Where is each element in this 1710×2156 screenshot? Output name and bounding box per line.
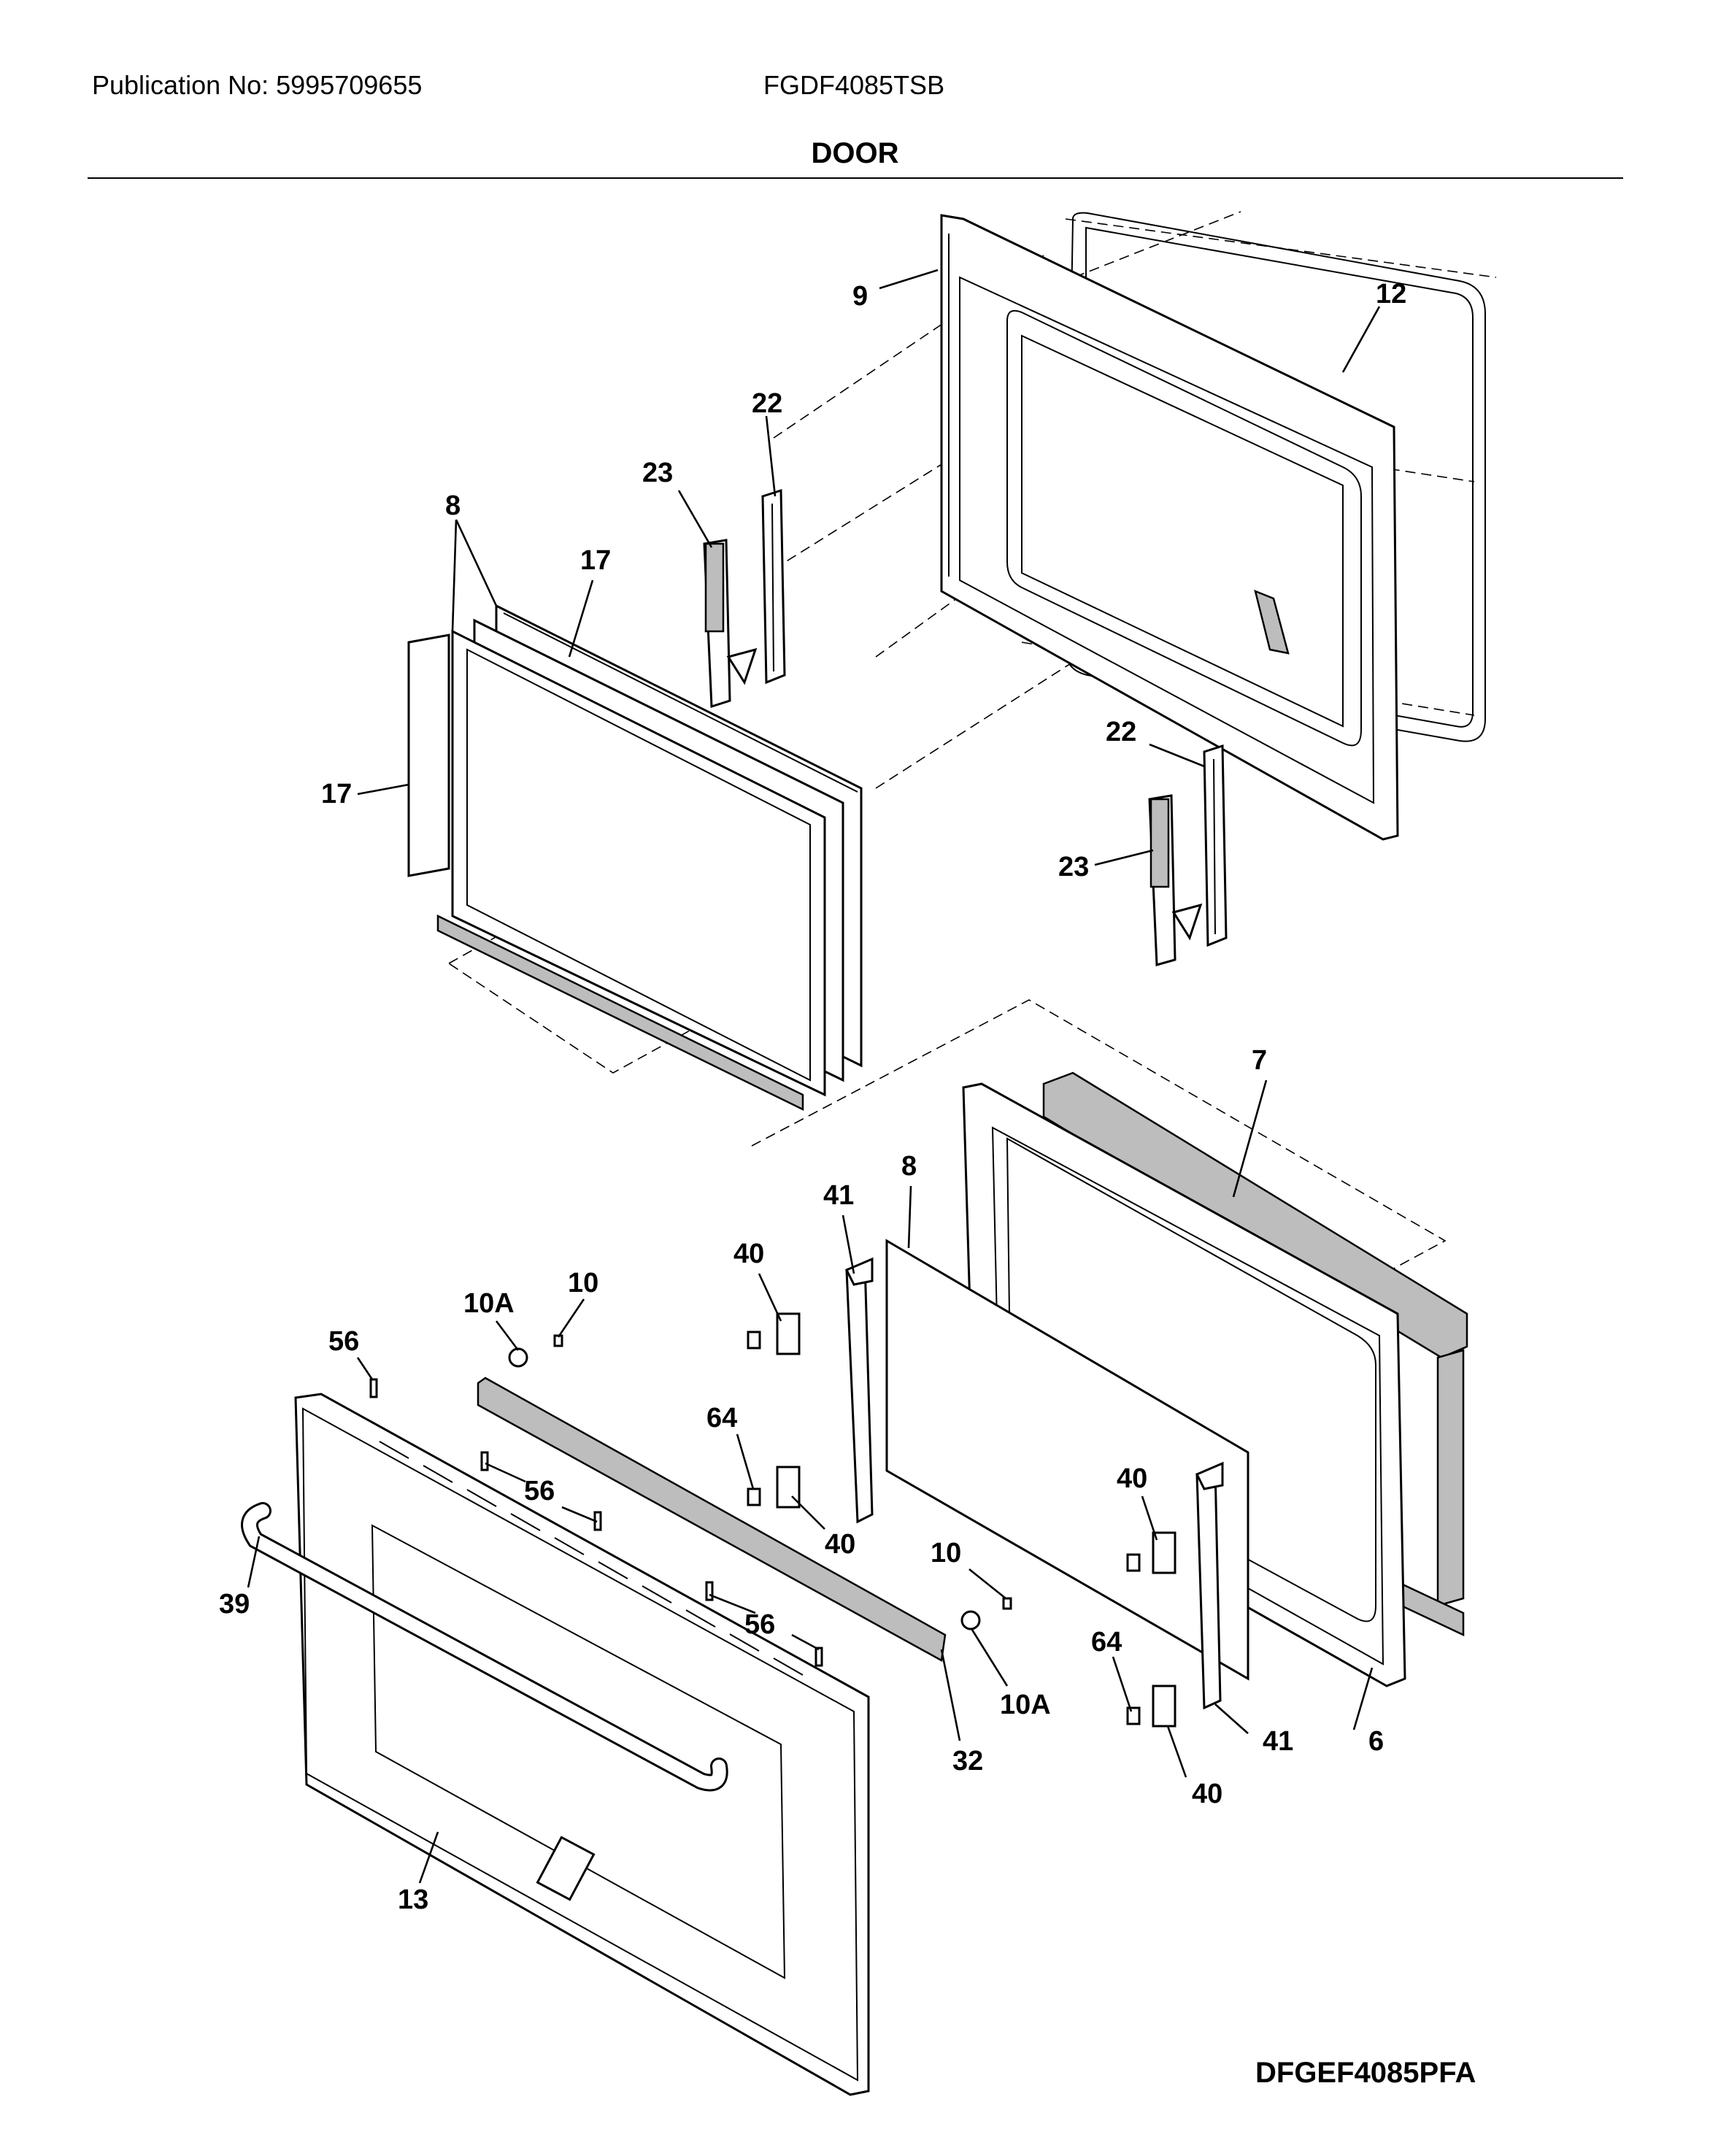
vent-slots	[379, 1441, 804, 1676]
part-22-hinge-receiver-left	[761, 488, 786, 685]
part-32-vent-trim	[477, 1377, 947, 1662]
brand-badge	[536, 1836, 596, 1901]
part-40-64-clips-right	[1126, 1531, 1176, 1728]
part-56-screw-a	[369, 1378, 378, 1398]
part-41-glass-bracket-right	[1195, 1461, 1224, 1710]
callout-56: 56	[744, 1609, 775, 1640]
part-56-screw-b	[480, 1451, 489, 1471]
callout-64: 64	[706, 1403, 737, 1433]
callout-40: 40	[733, 1239, 764, 1269]
callout-13: 13	[398, 1884, 428, 1915]
callout-10A: 10A	[463, 1288, 515, 1319]
callout-41: 41	[823, 1180, 854, 1211]
callout-8: 8	[901, 1151, 917, 1182]
section-title: DOOR	[811, 137, 899, 169]
callout-41: 41	[1263, 1726, 1293, 1757]
callout-7: 7	[1252, 1045, 1267, 1076]
part-23-hinge-right	[1148, 794, 1203, 966]
model-number: FGDF4085TSB	[763, 70, 945, 100]
part-39-door-handle	[241, 1502, 728, 1792]
header-rule	[88, 177, 1623, 179]
part-10A-washer-left	[508, 1347, 528, 1368]
publication-number: Publication No: 5995709655	[92, 70, 423, 100]
callout-8: 8	[445, 490, 461, 521]
callout-64: 64	[1091, 1627, 1122, 1658]
callout-23: 23	[1058, 852, 1089, 882]
callout-12: 12	[1376, 279, 1406, 309]
part-9-inner-door-liner	[940, 214, 1399, 841]
callout-17: 17	[580, 545, 611, 576]
callout-10: 10	[931, 1538, 961, 1568]
part-13-outer-door-panel	[294, 1393, 870, 2096]
callout-labels: 9 12 22 23 8 17 17 22 23 7 8 41 40 10 10…	[219, 279, 1406, 1915]
part-8-17-upper-glass-pack	[407, 604, 863, 1112]
callout-10: 10	[568, 1268, 598, 1298]
callout-23: 23	[642, 458, 673, 488]
part-22-hinge-receiver-right	[1203, 744, 1228, 947]
callout-6: 6	[1368, 1726, 1384, 1757]
callout-17: 17	[321, 779, 352, 809]
part-10-screw-left	[553, 1334, 563, 1347]
fasteners	[369, 1334, 1012, 1667]
diagram-code: DFGEF4085PFA	[1255, 2057, 1476, 2089]
part-56-screw-d	[705, 1581, 714, 1601]
callout-40: 40	[825, 1529, 855, 1560]
callout-10A: 10A	[1000, 1690, 1051, 1720]
leader-lines	[247, 269, 1381, 1884]
callout-22: 22	[1106, 717, 1136, 747]
part-41-glass-bracket-left	[844, 1257, 874, 1524]
callout-32: 32	[952, 1746, 983, 1776]
callout-9: 9	[852, 281, 868, 312]
part-23-hinge-left	[703, 539, 758, 709]
part-12-gasket-frame	[1064, 212, 1486, 742]
callout-56: 56	[328, 1326, 359, 1357]
callout-40: 40	[1117, 1463, 1147, 1494]
callout-56: 56	[524, 1476, 555, 1506]
part-7-insulation-strips	[1042, 1071, 1468, 1636]
part-10-screw-right	[1002, 1597, 1012, 1610]
part-56-screw-e	[814, 1647, 823, 1667]
callout-40: 40	[1192, 1779, 1222, 1809]
part-10A-washer-right	[960, 1610, 981, 1631]
part-40-64-clips-left	[747, 1312, 801, 1509]
callout-39: 39	[219, 1589, 250, 1620]
callout-22: 22	[752, 388, 782, 419]
